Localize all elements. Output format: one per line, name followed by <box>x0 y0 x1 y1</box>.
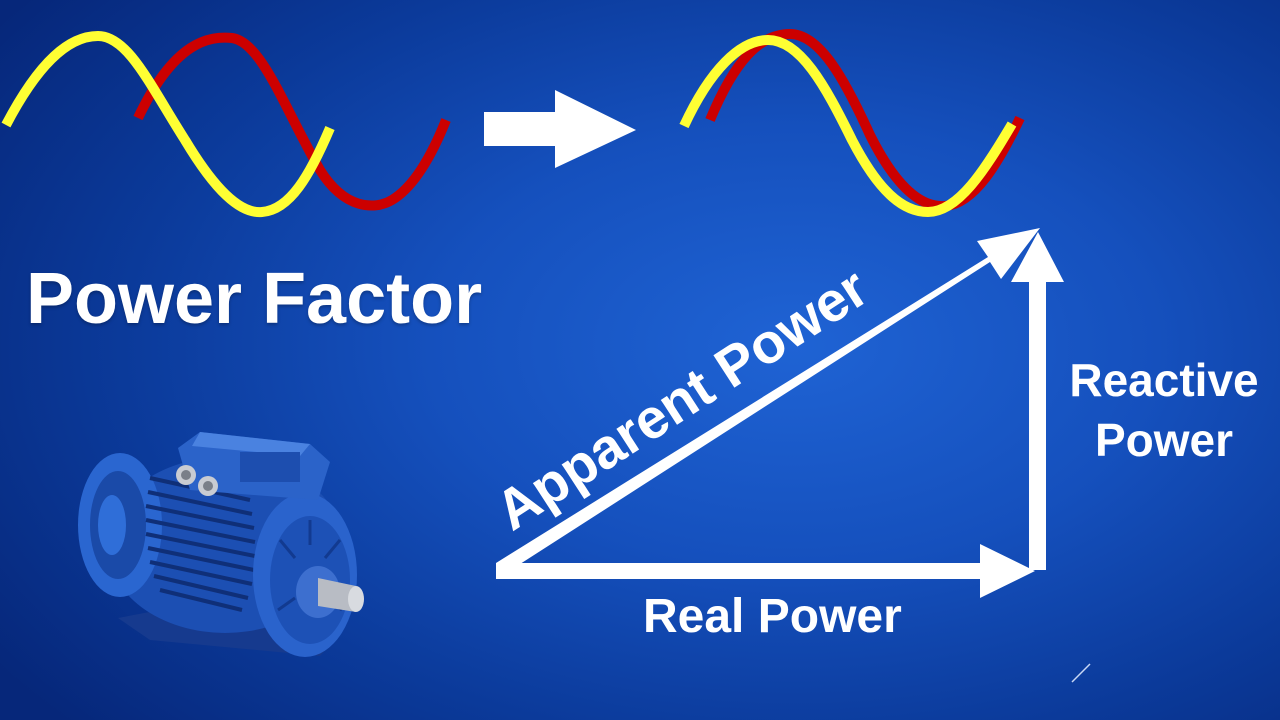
apparent-power-label: Apparent Power <box>484 255 878 542</box>
decorative-tick <box>1071 663 1091 683</box>
page-title: Power Factor <box>26 259 483 339</box>
right-arrow-icon <box>484 90 636 168</box>
apparent-power-arrow <box>496 228 1040 575</box>
real-power-label: Real Power <box>643 590 902 643</box>
voltage-wave-inphase <box>679 34 1017 218</box>
real-power-arrow <box>496 544 1035 598</box>
current-wave-lagging <box>133 32 451 211</box>
reactive-power-arrow <box>1011 232 1064 570</box>
power-triangle <box>496 228 1064 598</box>
voltage-wave-left <box>1 30 335 218</box>
electric-motor-icon <box>78 432 364 657</box>
reactive-power-label-line2: Power <box>1095 414 1233 466</box>
reactive-power-label-line1: Reactive <box>1069 354 1258 406</box>
